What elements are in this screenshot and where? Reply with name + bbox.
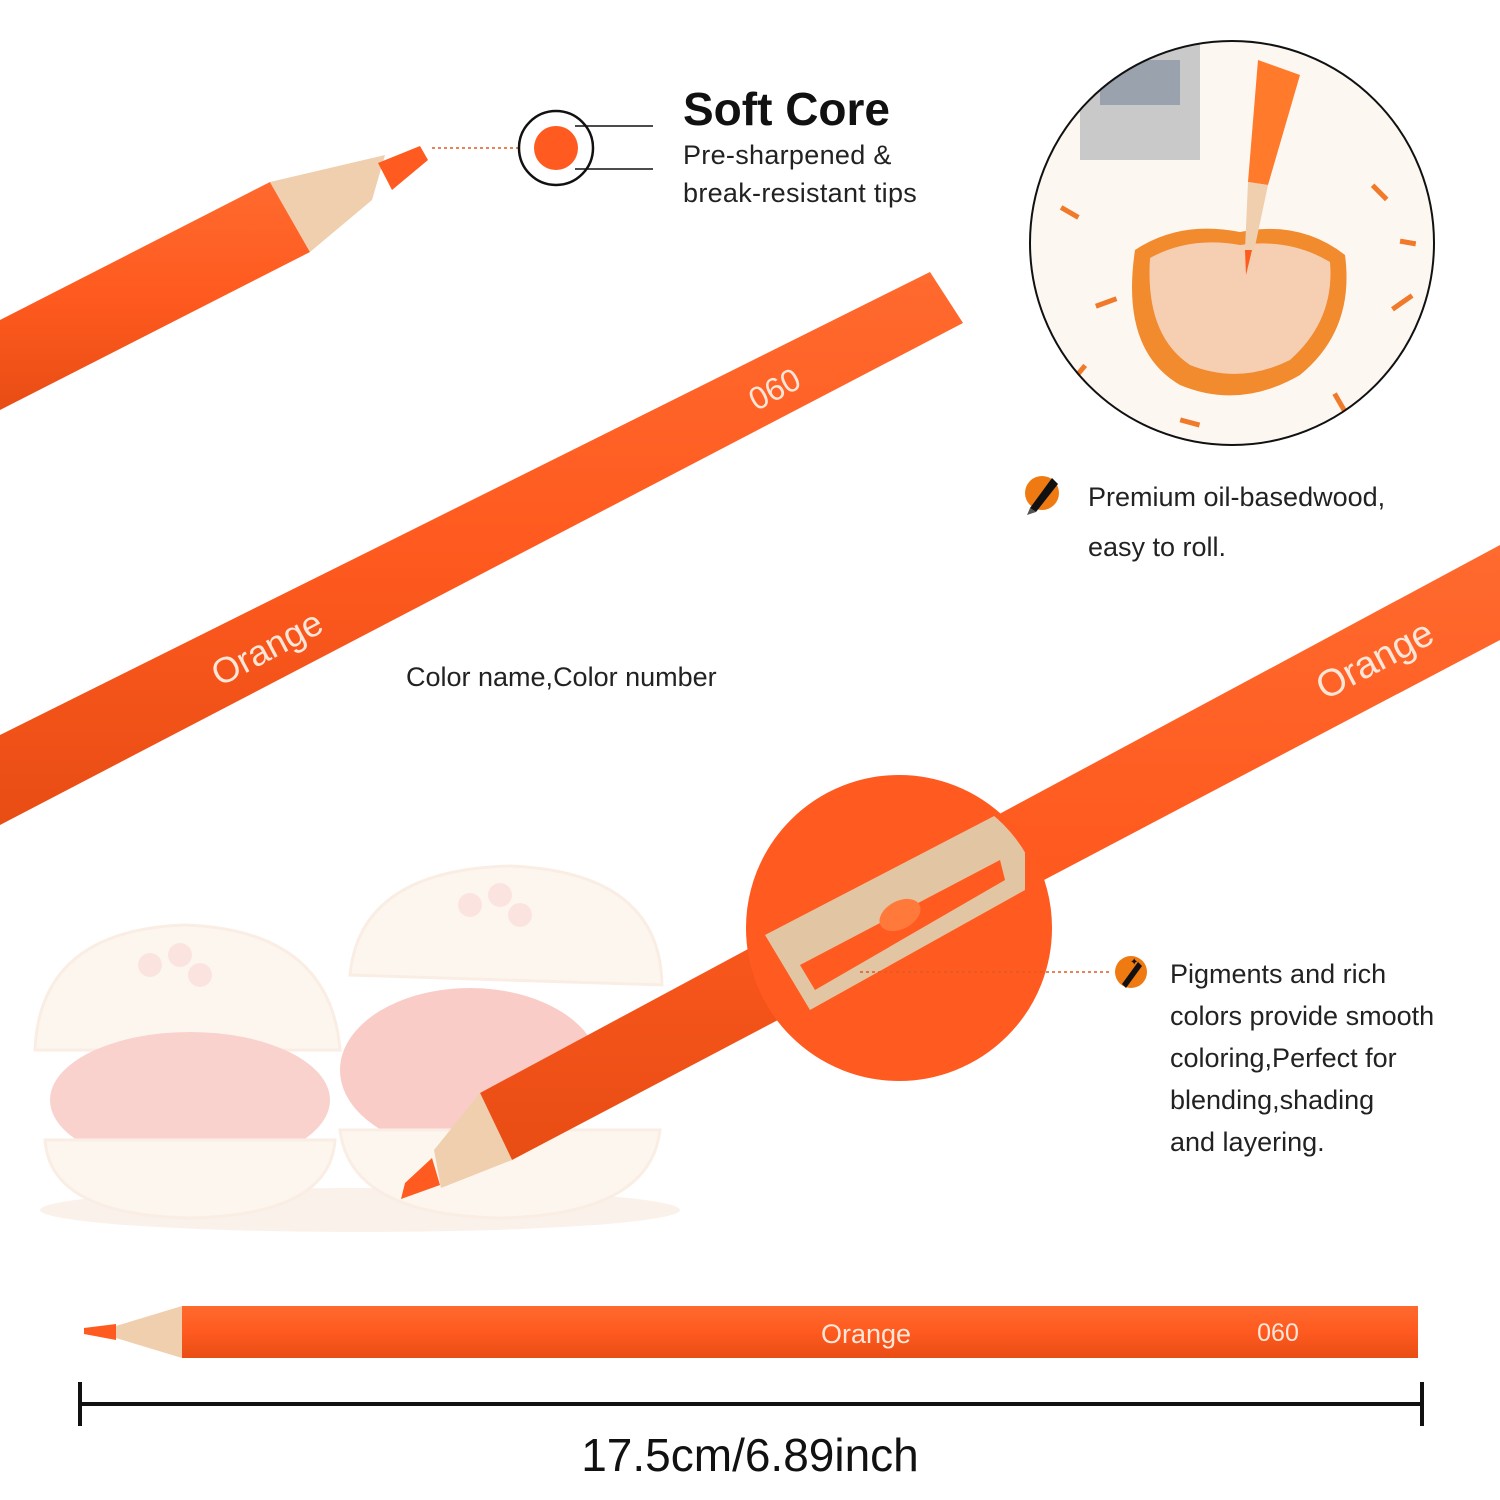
measurement-label: 17.5cm/6.89inch xyxy=(581,1429,919,1481)
soft-core-title: Soft Core xyxy=(683,83,890,135)
pigment-line-2: colors provide smooth xyxy=(1170,1001,1435,1031)
core-dot xyxy=(534,126,578,170)
core-diagram-ring xyxy=(517,109,595,187)
macaron-background-image xyxy=(33,864,680,1232)
pencil-horizontal-label-number: 060 xyxy=(1257,1319,1299,1347)
wood-feature-line-1: Premium oil-basedwood, xyxy=(1088,482,1386,512)
soft-core-callout xyxy=(432,109,653,187)
pencil-horizontal xyxy=(84,1306,1418,1358)
pigment-line-3: coloring,Perfect for xyxy=(1170,1043,1397,1073)
pencil-top-left xyxy=(0,146,428,410)
wood-feature-text: Premium oil-basedwood, easy to roll. xyxy=(1088,476,1385,568)
pencil-icon xyxy=(1025,476,1059,515)
pigment-line-5: and layering. xyxy=(1170,1127,1325,1157)
pencil-diagonal-labeled xyxy=(0,272,963,825)
pigment-feature-text: Pigments and rich colors provide smooth … xyxy=(1170,953,1434,1163)
pencil-horizontal-label-name: Orange xyxy=(821,1319,911,1349)
color-caption: Color name,Color number xyxy=(406,662,717,692)
core-magnifier xyxy=(746,775,1112,1081)
pigment-line-1: Pigments and rich xyxy=(1170,959,1387,989)
svg-text:✦: ✦ xyxy=(1130,957,1138,968)
sharpening-photo xyxy=(1029,40,1435,446)
soft-core-line-2: break-resistant tips xyxy=(683,178,918,208)
pigment-line-4: blending,shading xyxy=(1170,1085,1375,1115)
sparkle-pencil-icon: ✦ xyxy=(1115,956,1147,988)
soft-core-line-1: Pre-sharpened & xyxy=(683,140,892,170)
measurement-ruler xyxy=(78,1382,1424,1426)
wood-feature-line-2: easy to roll. xyxy=(1088,532,1227,562)
